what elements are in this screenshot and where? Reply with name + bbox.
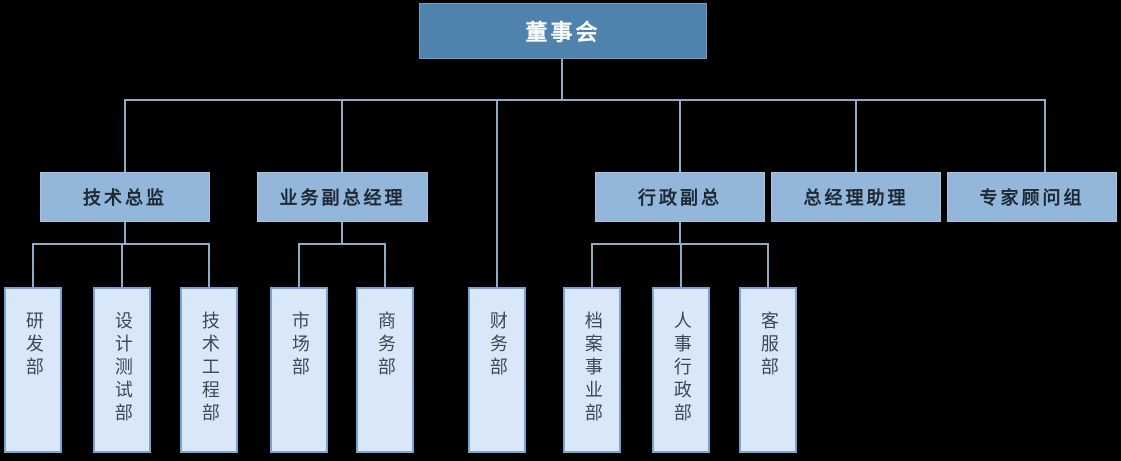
org-node-label: 专家顾问组 — [979, 188, 1085, 209]
org-node-label: 商务部 — [374, 311, 396, 380]
connector-drop-hr-admin-dept — [680, 243, 682, 287]
connector-drop-design-test-dept — [121, 243, 123, 287]
org-node-label: 财务部 — [486, 311, 508, 380]
org-node-label: 董事会 — [525, 21, 601, 46]
org-node-gm-assistant[interactable]: 总经理助理 — [771, 172, 941, 222]
connector-drop-customer-service-dept — [767, 243, 769, 287]
org-node-label: 客服部 — [757, 311, 779, 380]
org-node-finance-dept[interactable]: 财务部 — [468, 287, 526, 453]
connector-drop-archives-dept — [591, 243, 593, 287]
org-node-marketing-dept[interactable]: 市场部 — [270, 287, 328, 453]
connector-drop-marketing-dept — [298, 243, 300, 287]
org-node-archives-dept[interactable]: 档案事业部 — [563, 287, 621, 453]
connector-drop-finance-dept — [496, 99, 498, 287]
connector-business-deputy-bus — [298, 243, 386, 245]
org-node-expert-advisory-group[interactable]: 专家顾问组 — [947, 172, 1117, 222]
org-node-design-test-dept[interactable]: 设计测试部 — [93, 287, 151, 453]
connector-business-deputy-stem — [341, 222, 343, 245]
org-node-label: 档案事业部 — [581, 311, 603, 426]
connector-drop-tech-engineering-dept — [208, 243, 210, 287]
org-node-tech-engineering-dept[interactable]: 技术工程部 — [180, 287, 238, 453]
connector-main-bus — [124, 99, 1046, 101]
org-node-label: 市场部 — [288, 311, 310, 380]
org-node-label: 研发部 — [22, 311, 44, 380]
connector-drop-commerce-dept — [384, 243, 386, 287]
connector-tech-director-stem — [124, 222, 126, 245]
connector-root-stem — [561, 59, 563, 101]
connector-drop-gm-assistant — [855, 99, 857, 172]
org-node-tech-director[interactable]: 技术总监 — [40, 172, 210, 222]
org-node-customer-service-dept[interactable]: 客服部 — [739, 287, 797, 453]
connector-admin-deputy-stem — [679, 222, 681, 245]
org-node-label: 业务副总经理 — [279, 188, 406, 209]
org-node-label: 技术总监 — [83, 188, 167, 209]
org-node-board-of-directors[interactable]: 董事会 — [419, 3, 707, 59]
org-node-label: 行政副总 — [638, 188, 722, 209]
connector-drop-expert-advisory-group — [1044, 99, 1046, 172]
org-node-commerce-dept[interactable]: 商务部 — [356, 287, 414, 453]
org-node-label: 总经理助理 — [803, 188, 909, 209]
org-node-label: 技术工程部 — [198, 311, 220, 426]
org-node-business-deputy-gm[interactable]: 业务副总经理 — [257, 172, 428, 222]
org-node-admin-deputy-gm[interactable]: 行政副总 — [595, 172, 765, 222]
org-node-hr-admin-dept[interactable]: 人事行政部 — [652, 287, 710, 453]
connector-drop-tech-director — [124, 99, 126, 172]
connector-drop-admin-deputy-gm — [679, 99, 681, 172]
org-node-label: 设计测试部 — [111, 311, 133, 426]
connector-drop-rd-dept — [32, 243, 34, 287]
org-node-label: 人事行政部 — [670, 311, 692, 426]
connector-drop-business-deputy-gm — [341, 99, 343, 172]
org-node-rd-dept[interactable]: 研发部 — [4, 287, 62, 453]
